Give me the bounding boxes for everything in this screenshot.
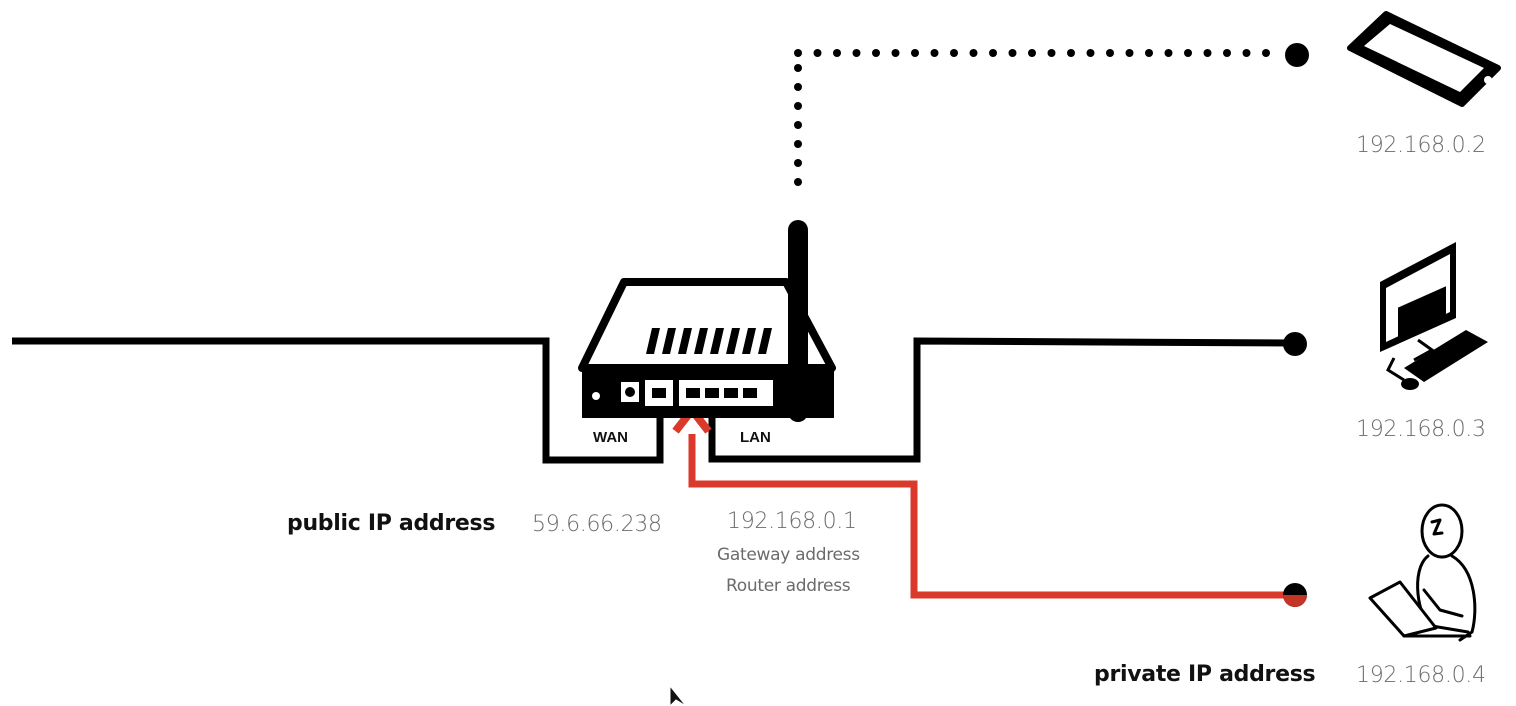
public-ip-label: public IP address	[287, 511, 496, 536]
wireless-dot	[891, 49, 900, 57]
wireless-dot	[833, 49, 841, 57]
wan-port-label: WAN	[593, 429, 628, 446]
wireless-dot	[794, 64, 802, 72]
router-ip-value: 192.168.0.1	[727, 509, 857, 534]
lan-cable-desktop	[708, 337, 1295, 463]
wireless-dot	[989, 49, 997, 57]
desktop-computer-icon	[1380, 242, 1488, 390]
wireless-link	[794, 49, 1270, 186]
wan-cable	[12, 337, 664, 464]
wireless-dot	[1028, 49, 1036, 57]
wireless-dot	[1067, 49, 1075, 57]
lan-port-label: LAN	[740, 429, 771, 446]
wireless-dot	[1203, 49, 1212, 57]
mouse-cursor-icon	[669, 686, 687, 706]
smartphone-ip-value: 192.168.0.2	[1356, 133, 1486, 158]
wireless-dot	[911, 49, 919, 57]
wireless-dot	[794, 159, 802, 167]
wireless-dot	[950, 49, 958, 57]
public-ip-value: 59.6.66.238	[532, 512, 662, 537]
smartphone-icon	[1347, 11, 1501, 107]
wireless-dot	[794, 102, 802, 110]
wireless-dot	[1106, 49, 1114, 57]
private-ip-label: private IP address	[1094, 662, 1316, 687]
lan-cable-laptop-highlight	[688, 434, 1294, 599]
wireless-dot	[794, 178, 802, 186]
wireless-dot	[852, 49, 861, 57]
wireless-dot	[813, 49, 822, 57]
wireless-dot	[1184, 49, 1192, 57]
wireless-dot	[1008, 49, 1017, 57]
wireless-dot	[1223, 49, 1231, 57]
router-icon	[578, 220, 836, 422]
wireless-dot	[872, 49, 880, 57]
wireless-dot	[794, 140, 802, 148]
wireless-dot	[969, 49, 978, 57]
smartphone-endpoint-dot	[1285, 43, 1309, 67]
wireless-dot	[1145, 49, 1153, 57]
router-address-label: Router address	[726, 576, 851, 596]
gateway-address-label: Gateway address	[717, 545, 860, 565]
wireless-dot	[794, 121, 802, 129]
wireless-dot	[1164, 49, 1173, 57]
wireless-dot	[1047, 49, 1056, 57]
desktop-endpoint-dot	[1283, 332, 1307, 356]
wireless-dot	[794, 49, 802, 57]
wireless-dot	[930, 49, 939, 57]
desktop-ip-value: 192.168.0.3	[1356, 417, 1486, 442]
wireless-dot	[1242, 49, 1251, 57]
wireless-dot	[1125, 49, 1134, 57]
laptop-ip-value: 192.168.0.4	[1356, 663, 1486, 688]
wireless-dot	[1086, 49, 1095, 57]
wireless-dot	[1262, 49, 1270, 57]
wireless-dot	[794, 83, 802, 91]
person-with-laptop-icon	[1368, 503, 1477, 642]
